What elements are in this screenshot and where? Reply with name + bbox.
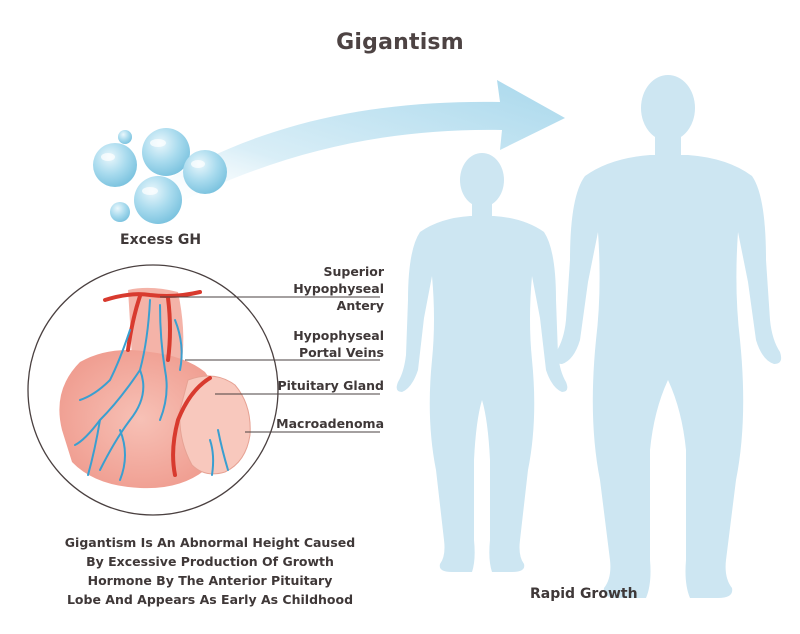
pituitary-stalk	[128, 287, 184, 360]
arrow-icon	[150, 80, 565, 210]
label-superior-artery: Superior Hypophyseal Antery	[293, 264, 384, 313]
macroadenoma	[179, 375, 251, 475]
page-title: Gigantism	[336, 30, 464, 55]
child-silhouette-icon	[396, 153, 568, 572]
bubbles-icon	[93, 128, 227, 224]
rapid-growth-label: Rapid Growth	[530, 586, 638, 602]
description-caption: Gigantism Is An Abnormal Height Caused B…	[64, 535, 356, 607]
label-pituitary-gland: Pituitary Gland	[277, 378, 384, 393]
magnified-circle	[27, 264, 279, 516]
excess-gh-label: Excess GH	[120, 232, 202, 248]
label-macroadenoma: Macroadenoma	[276, 416, 384, 431]
adult-silhouette-icon	[554, 75, 782, 598]
pituitary-gland	[59, 349, 223, 489]
label-portal-veins: Hypophyseal Portal Veins	[293, 328, 384, 360]
leader-lines	[160, 296, 380, 433]
